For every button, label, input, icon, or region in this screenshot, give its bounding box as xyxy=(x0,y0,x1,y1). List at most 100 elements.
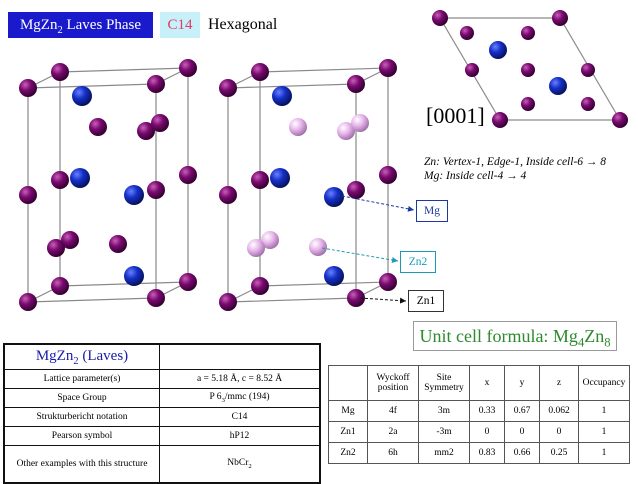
table-cell: 0.67 xyxy=(504,400,540,422)
atom-zn1 xyxy=(219,79,237,97)
crystal-system-label: Hexagonal xyxy=(208,16,278,33)
property-value: P 63/mmc (194) xyxy=(159,388,321,408)
wyckoff-header: z xyxy=(539,365,579,401)
table-cell: Mg xyxy=(328,400,368,422)
table-cell: 0 xyxy=(539,421,579,443)
wyckoff-header: Occupancy xyxy=(578,365,630,401)
table-cell: 0.83 xyxy=(469,442,505,464)
wyckoff-header: Site Symmetry xyxy=(418,365,470,401)
atom-zn1 xyxy=(147,181,165,199)
property-label: Pearson symbol xyxy=(3,426,160,446)
property-label: Space Group xyxy=(3,388,160,408)
title-rest: Laves Phase xyxy=(62,17,142,33)
atom-zn1 xyxy=(219,293,237,311)
atom-zn1 xyxy=(147,75,165,93)
atom-zn2 xyxy=(351,114,369,132)
atom-zn2 xyxy=(109,235,127,253)
atom-zn1 xyxy=(19,293,37,311)
title-subscript: 2 xyxy=(57,25,63,36)
atom-zn1 xyxy=(219,186,237,204)
property-value: hP12 xyxy=(159,426,321,446)
atom-zn1 xyxy=(19,79,37,97)
atom-zn2 xyxy=(289,118,307,136)
zn1-callout: Zn1 xyxy=(408,290,444,312)
table-cell: Zn2 xyxy=(328,442,368,464)
zn-site-count: Zn: Vertex-1, Edge-1, Inside cell-6 → 8 xyxy=(424,156,607,168)
table-cell: 3m xyxy=(418,400,470,422)
table-cell: 1 xyxy=(578,442,630,464)
atom-zn1 xyxy=(379,273,397,291)
table-cell: 0.33 xyxy=(469,400,505,422)
atom-zn1 xyxy=(379,59,397,77)
table-cell: 1 xyxy=(578,400,630,422)
atom-zn1 xyxy=(179,59,197,77)
atom-zn1 xyxy=(379,166,397,184)
atom-zn1 xyxy=(251,277,269,295)
atom-mg xyxy=(549,77,567,95)
atom-zn1 xyxy=(251,171,269,189)
atom-mg xyxy=(489,41,507,59)
wyckoff-header: y xyxy=(504,365,540,401)
atom-zn1 xyxy=(51,63,69,81)
atom-zn1 xyxy=(347,289,365,307)
atom-zn1 xyxy=(51,171,69,189)
wyckoff-header xyxy=(328,365,368,401)
projection-cell xyxy=(432,10,628,128)
property-label: Other examples with this structure xyxy=(3,445,160,484)
table-cell: 6h xyxy=(367,442,419,464)
atom-zn1 xyxy=(147,289,165,307)
property-value: NbCr2 xyxy=(159,445,321,484)
atom-zn2 xyxy=(247,239,265,257)
atom-zn2 xyxy=(581,97,595,111)
atom-zn1 xyxy=(612,112,628,128)
properties-heading-empty xyxy=(159,343,321,370)
table-cell: mm2 xyxy=(418,442,470,464)
atom-zn1 xyxy=(179,273,197,291)
atom-zn1 xyxy=(347,181,365,199)
wyckoff-header: Wyckoff position xyxy=(367,365,419,401)
atom-zn2 xyxy=(61,231,79,249)
table-cell: 1 xyxy=(578,421,630,443)
atom-zn2 xyxy=(337,122,355,140)
atom-mg xyxy=(70,168,90,188)
atom-zn2 xyxy=(151,114,169,132)
wyckoff-table: Wyckoff position Site Symmetry x y z Occ… xyxy=(328,365,630,464)
atom-mg xyxy=(124,185,144,205)
table-cell: Zn1 xyxy=(328,421,368,443)
atom-mg xyxy=(270,168,290,188)
atom-zn1 xyxy=(19,186,37,204)
atom-mg xyxy=(272,86,292,106)
mg-callout: Mg xyxy=(416,200,448,222)
atom-zn1 xyxy=(465,63,479,77)
atom-mg xyxy=(324,187,344,207)
structure-title: MgZn2 Laves Phase xyxy=(8,12,153,38)
atom-zn1 xyxy=(432,10,448,26)
atom-zn1 xyxy=(51,277,69,295)
projection-direction-label: [0001] xyxy=(426,103,485,128)
table-cell: 0 xyxy=(469,421,505,443)
atom-zn2 xyxy=(521,97,535,111)
table-cell: -3m xyxy=(418,421,470,443)
left-cell-atoms xyxy=(19,59,197,311)
atom-zn1 xyxy=(492,112,508,128)
atom-zn1 xyxy=(251,63,269,81)
atom-zn2 xyxy=(261,231,279,249)
table-cell: 0.66 xyxy=(504,442,540,464)
zn2-callout-arrow xyxy=(321,247,399,263)
unit-cell-formula: Unit cell formula: Mg4Zn8 xyxy=(413,321,617,351)
table-cell: 0.062 xyxy=(539,400,579,422)
atom-zn2 xyxy=(309,238,327,256)
wyckoff-header: x xyxy=(469,365,505,401)
atom-mg xyxy=(124,266,144,286)
middle-cell-atoms xyxy=(219,59,397,311)
table-cell: 0 xyxy=(504,421,540,443)
property-value: C14 xyxy=(159,407,321,427)
atom-zn2 xyxy=(47,239,65,257)
table-cell: 4f xyxy=(367,400,419,422)
atom-zn1 xyxy=(179,166,197,184)
table-cell: 0.25 xyxy=(539,442,579,464)
property-label: Strukturbericht notation xyxy=(3,407,160,427)
